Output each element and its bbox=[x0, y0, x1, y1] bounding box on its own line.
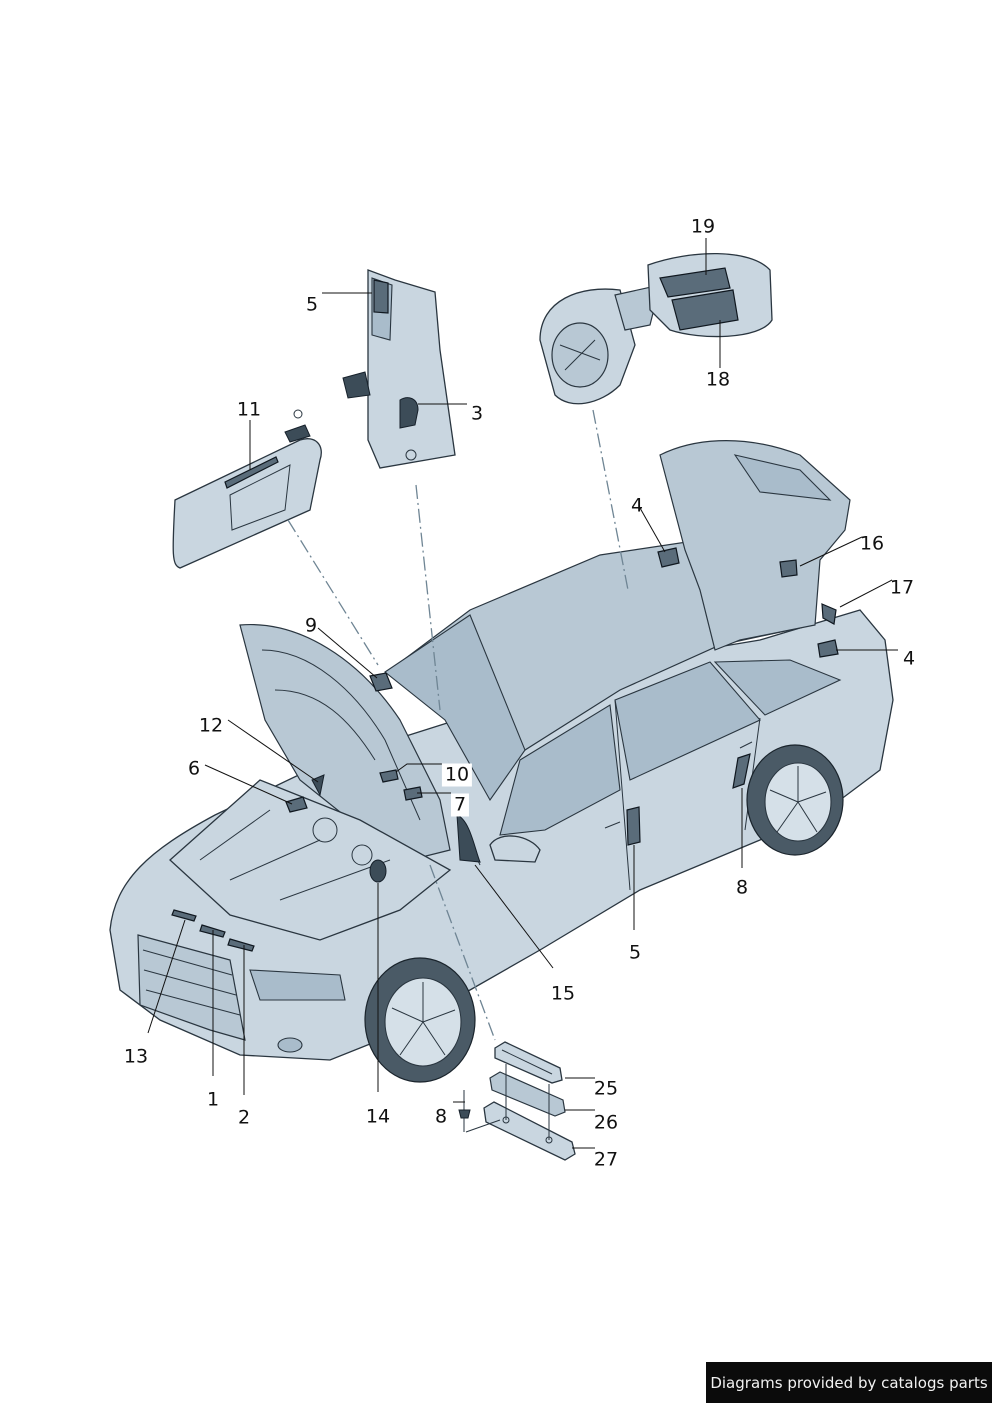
callout-2: 2 bbox=[237, 1106, 251, 1129]
callout-18: 18 bbox=[705, 368, 731, 391]
callout-10: 10 bbox=[441, 763, 473, 787]
car-illustration bbox=[109, 440, 894, 1083]
assignment-lines bbox=[287, 409, 629, 1041]
callout-5-pillar: 5 bbox=[305, 293, 319, 316]
callout-25: 25 bbox=[593, 1077, 619, 1100]
credit-banner: Diagrams provided by catalogs parts bbox=[706, 1362, 992, 1403]
callout-3: 3 bbox=[470, 402, 484, 425]
callout-6: 6 bbox=[187, 757, 201, 780]
callout-7: 7 bbox=[450, 793, 470, 817]
callout-11: 11 bbox=[236, 398, 262, 421]
callout-4-rear: 4 bbox=[902, 647, 916, 670]
callout-13: 13 bbox=[123, 1045, 149, 1068]
callout-12: 12 bbox=[198, 714, 224, 737]
door-pillar-illustration bbox=[342, 269, 456, 469]
callout-15: 15 bbox=[550, 982, 576, 1005]
callout-4-trunk: 4 bbox=[630, 494, 644, 517]
callout-27: 27 bbox=[593, 1148, 619, 1171]
callout-8-door: 8 bbox=[735, 876, 749, 899]
label-patches bbox=[171, 547, 839, 952]
exploded-parts-illustration bbox=[458, 1041, 576, 1161]
callout-1: 1 bbox=[206, 1088, 220, 1111]
callout-9: 9 bbox=[304, 614, 318, 637]
callout-14: 14 bbox=[365, 1105, 391, 1128]
callout-26: 26 bbox=[593, 1111, 619, 1134]
callout-17: 17 bbox=[889, 576, 915, 599]
sun-visor-illustration bbox=[172, 409, 322, 569]
callout-19: 19 bbox=[690, 215, 716, 238]
callout-16: 16 bbox=[859, 532, 885, 555]
callout-8-bolt: 8 bbox=[434, 1105, 448, 1128]
leader-lines bbox=[147, 238, 898, 1149]
callout-5-door: 5 bbox=[628, 941, 642, 964]
fuel-door-illustration bbox=[539, 252, 773, 405]
